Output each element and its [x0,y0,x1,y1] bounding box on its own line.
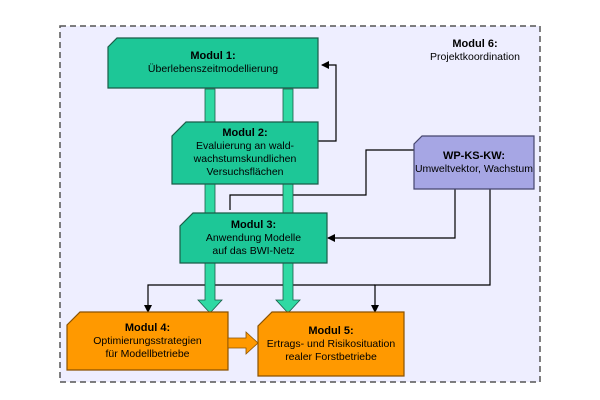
module-6-subtitle: Projektkoordination [430,51,520,63]
module-4-line-2: für Modellbetriebe [105,347,190,360]
module-5-title: Modul 5: [308,324,354,337]
wp-ks-kw-line-1: Umweltvektor, Wachstum [414,162,534,175]
feedback-m2-m1-line [318,61,337,142]
module-6-label: Modul 6: Projektkoordination [420,38,530,64]
module-4-text: Modul 4: Optimierungsstrategien für Mode… [67,312,228,370]
wp-ks-kw-text: WP-KS-KW: Umweltvektor, Wachstum [414,136,534,189]
module-1-text: Modul 1: Überlebenszeitmodellierung [108,38,318,88]
module-4-title: Modul 4: [124,321,171,334]
module-5-line-2: realer Forstbetriebe [285,350,377,363]
module-3-line-2: auf das BWI-Netz [212,244,295,257]
module-5-text: Modul 5: Ertrags- und Risikosituation re… [258,312,404,376]
wp-to-m2-line [229,149,414,210]
module-2-text: Modul 2: Evaluierung an wald- wachstumsk… [172,122,318,184]
wp-to-m3-line [327,189,456,242]
wp-down-line [371,189,491,313]
module-5-line-1: Ertrags- und Risikosituation [266,337,396,350]
module-2-line-3: Versuchsflächen [206,166,284,178]
module-1-line-1: Überlebenszeitmodellierung [147,63,279,75]
module-4-line-1: Optimierungsstrategien [93,334,202,347]
module-5-box [257,311,405,377]
module-2-line-1: Evaluierung an wald- [195,140,295,152]
module-2-title: Modul 2: [222,127,268,139]
module-4-box [66,311,229,371]
module-2-box [171,121,319,185]
module-1-title: Modul 1: [190,50,236,62]
arrow-m1-m2-left [204,88,216,124]
arrow-m2-m3-right [282,182,294,214]
to-m4-line [144,284,375,313]
module-3-box [179,212,328,264]
module-2-line-2: wachstumskundlichen [193,153,297,165]
module-3-title: Modul 3: [230,218,277,231]
wp-ks-kw-box [413,135,535,190]
module-6-title: Modul 6: [452,38,498,50]
arrow-m3-m4 [197,262,223,314]
arrow-m2-m3-left [204,182,216,214]
module-3-line-1: Anwendung Modelle [205,231,302,244]
module-3-text: Modul 3: Anwendung Modelle auf das BWI-N… [180,213,327,263]
wp-ks-kw-title: WP-KS-KW: [442,149,506,162]
arrow-m1-m2-right [282,88,294,124]
arrow-m4-m5 [227,331,259,355]
arrow-m3-m5 [275,262,301,314]
module-1-box [107,37,319,89]
